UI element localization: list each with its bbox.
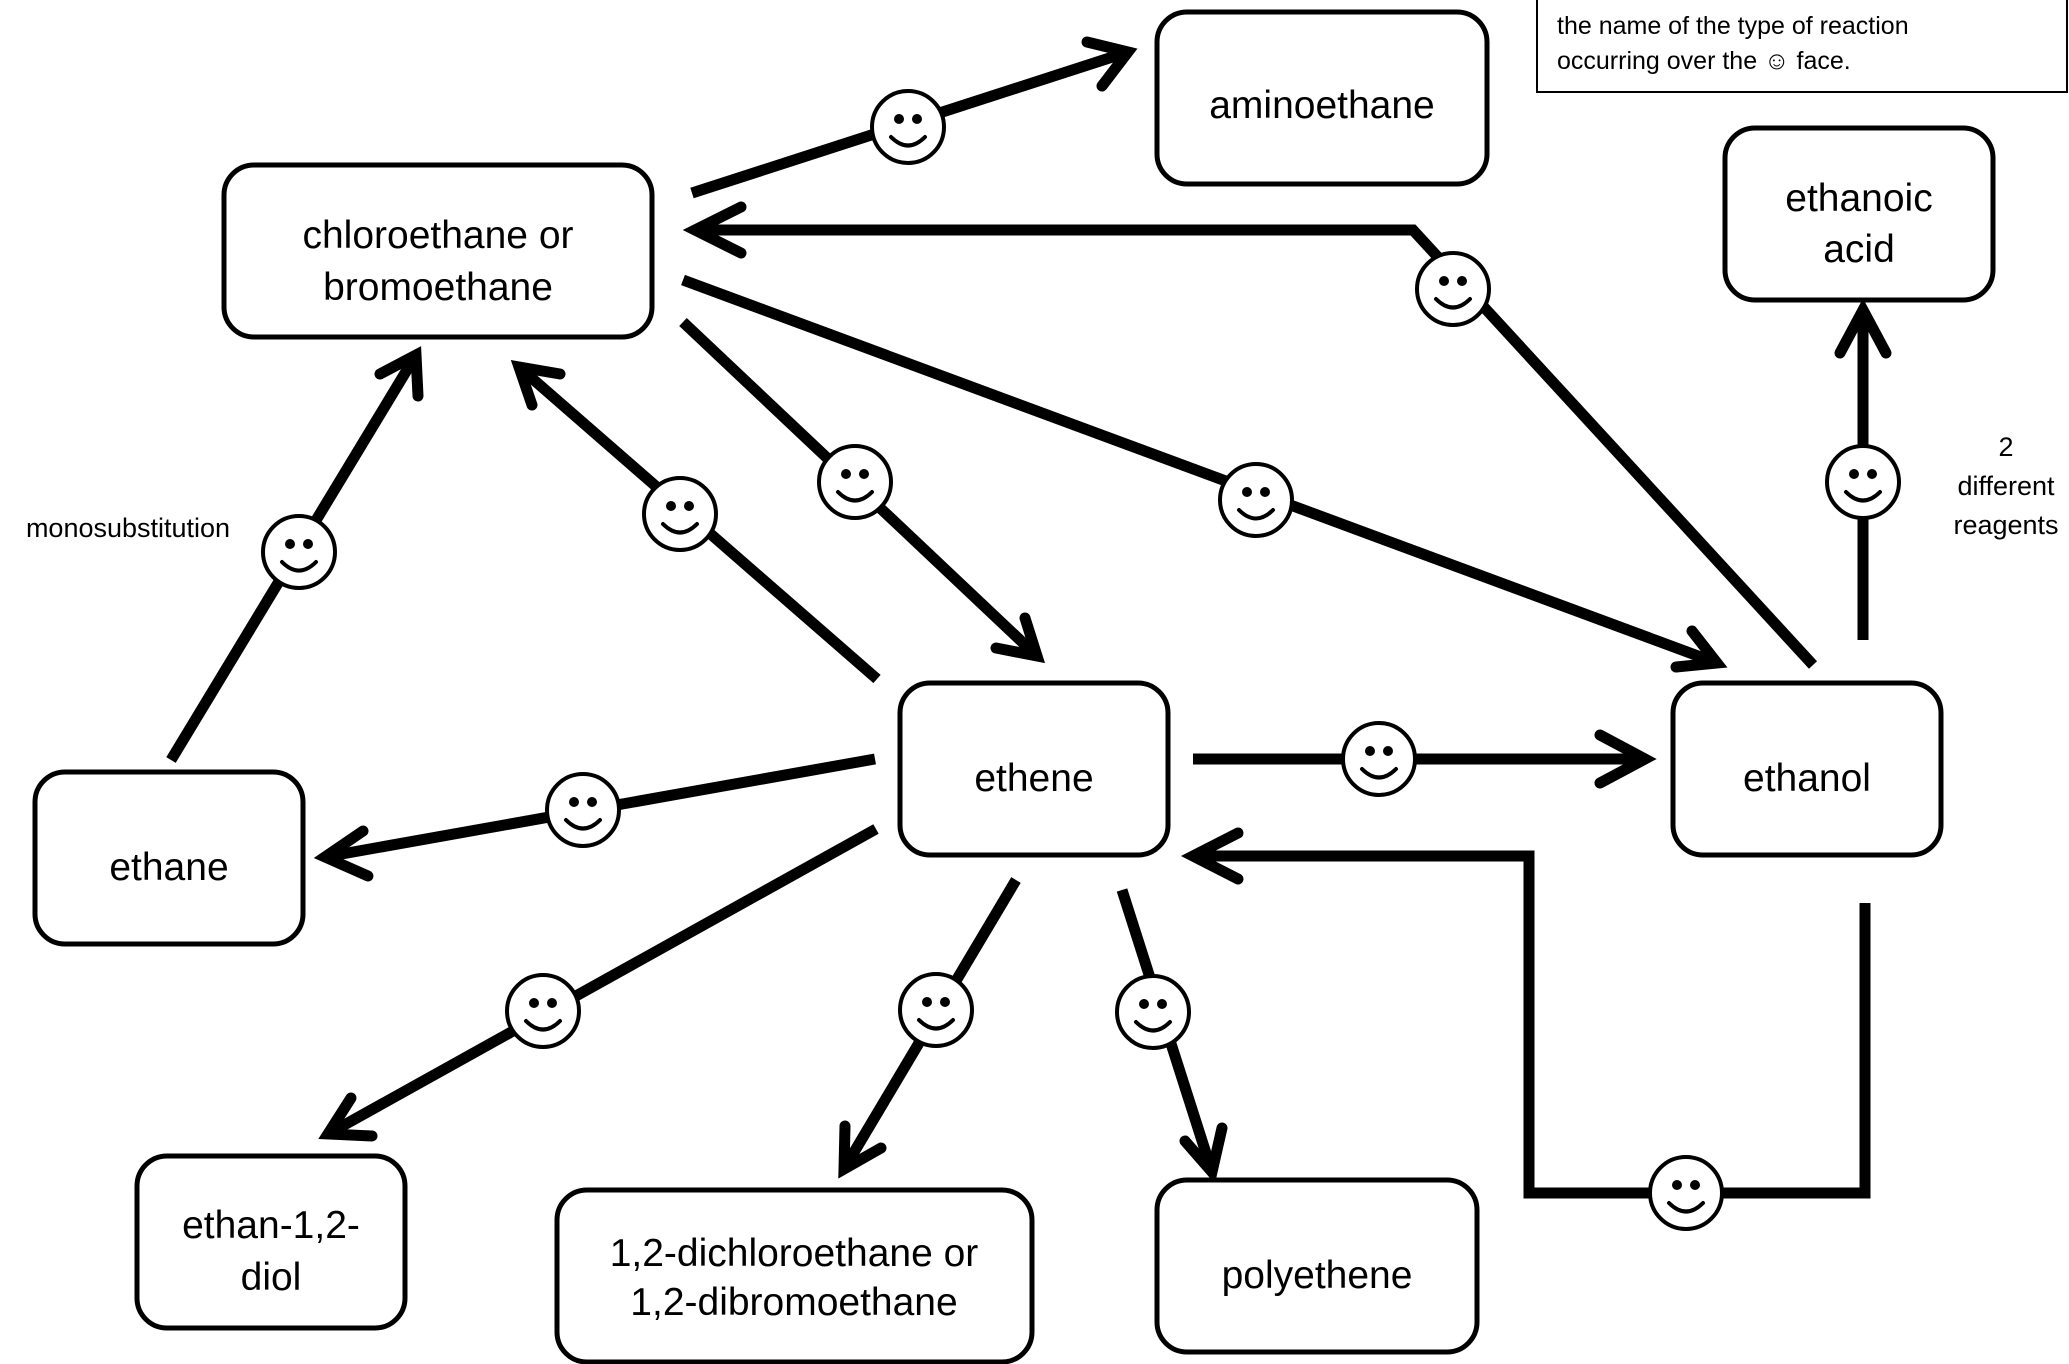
- svg-text:ethanoic: ethanoic: [1785, 177, 1932, 220]
- svg-text:bromoethane: bromoethane: [323, 266, 553, 309]
- smiley-icon-ethene-to-diol: [505, 973, 581, 1049]
- node-1-2-dihaloethane: 1,2-dichloroethane or 1,2-dibromoethane: [554, 1187, 1035, 1364]
- svg-text:aminoethane: aminoethane: [1209, 84, 1435, 127]
- instruction-line-1: the name of the type of reaction: [1557, 12, 1909, 40]
- arrow-haloethane-to-ethanol: [681, 274, 1728, 673]
- smiley-icon-ethene-to-polyethene: [1115, 974, 1191, 1050]
- svg-text:diol: diol: [241, 1256, 302, 1299]
- smiley-icon-ethene-to-ethane: [545, 772, 621, 848]
- smiley-icon-ethene-to-ethanol: [1341, 721, 1417, 797]
- svg-text:ethanol: ethanol: [1743, 757, 1871, 800]
- node-ethan-1-2-diol: ethan-1,2- diol: [134, 1153, 408, 1331]
- svg-text:acid: acid: [1823, 228, 1895, 271]
- svg-text:reagents: reagents: [1953, 510, 2058, 540]
- svg-text:ethan-1,2-: ethan-1,2-: [182, 1204, 360, 1247]
- arrow-ethene-to-ethanol: [1193, 729, 1657, 789]
- svg-text:1,2-dibromoethane: 1,2-dibromoethane: [630, 1281, 957, 1324]
- instruction-box: the name of the type of reaction occurri…: [1536, 0, 2068, 93]
- node-ethene: ethene: [897, 680, 1171, 858]
- smiley-icon-ethane-to-haloethane: [261, 514, 337, 590]
- svg-text:chloroethane or: chloroethane or: [302, 214, 573, 257]
- smiley-icon-aminoethane: [870, 89, 946, 165]
- svg-text:ethane: ethane: [109, 846, 228, 889]
- node-ethanoic-acid: ethanoic acid: [1722, 125, 1996, 303]
- svg-text:ethene: ethene: [974, 757, 1093, 800]
- two-different-reagents-label: 2 different reagents: [1953, 432, 2058, 540]
- instruction-line-2: occurring over the ☺ face.: [1557, 47, 1851, 75]
- node-aminoethane: aminoethane: [1154, 9, 1490, 187]
- monosubstitution-label: monosubstitution: [26, 513, 230, 543]
- svg-text:different: different: [1957, 471, 2055, 501]
- smiley-icon-ethene-to-dihaloethane: [898, 972, 974, 1048]
- smiley-faces: [261, 89, 1901, 1231]
- arrow-ethene-to-diol: [318, 824, 879, 1142]
- smiley-icon-haloethane-to-ethene: [817, 444, 893, 520]
- node-polyethene: polyethene: [1154, 1177, 1480, 1355]
- arrow-ethanol-to-haloethane: [682, 201, 1818, 669]
- svg-text:1,2-dichloroethane or: 1,2-dichloroethane or: [610, 1232, 979, 1275]
- smiley-icon-ethene-to-haloethane: [642, 476, 718, 552]
- arrow-ethanol-to-ethene: [1180, 827, 1871, 1199]
- node-ethane: ethane: [32, 769, 306, 947]
- smiley-icon-ethanol-to-ethene: [1648, 1155, 1724, 1231]
- node-chloroethane-or-bromoethane: chloroethane or bromoethane: [221, 162, 655, 340]
- svg-text:polyethene: polyethene: [1222, 1254, 1413, 1297]
- smiley-icon-ethanol-to-haloethane: [1415, 251, 1491, 327]
- node-ethanol: ethanol: [1670, 680, 1944, 858]
- svg-text:2: 2: [1998, 432, 2013, 462]
- smiley-icon-ethanol-to-ethanoic-acid: [1825, 444, 1901, 520]
- smiley-icon-haloethane-to-ethanol: [1218, 462, 1294, 538]
